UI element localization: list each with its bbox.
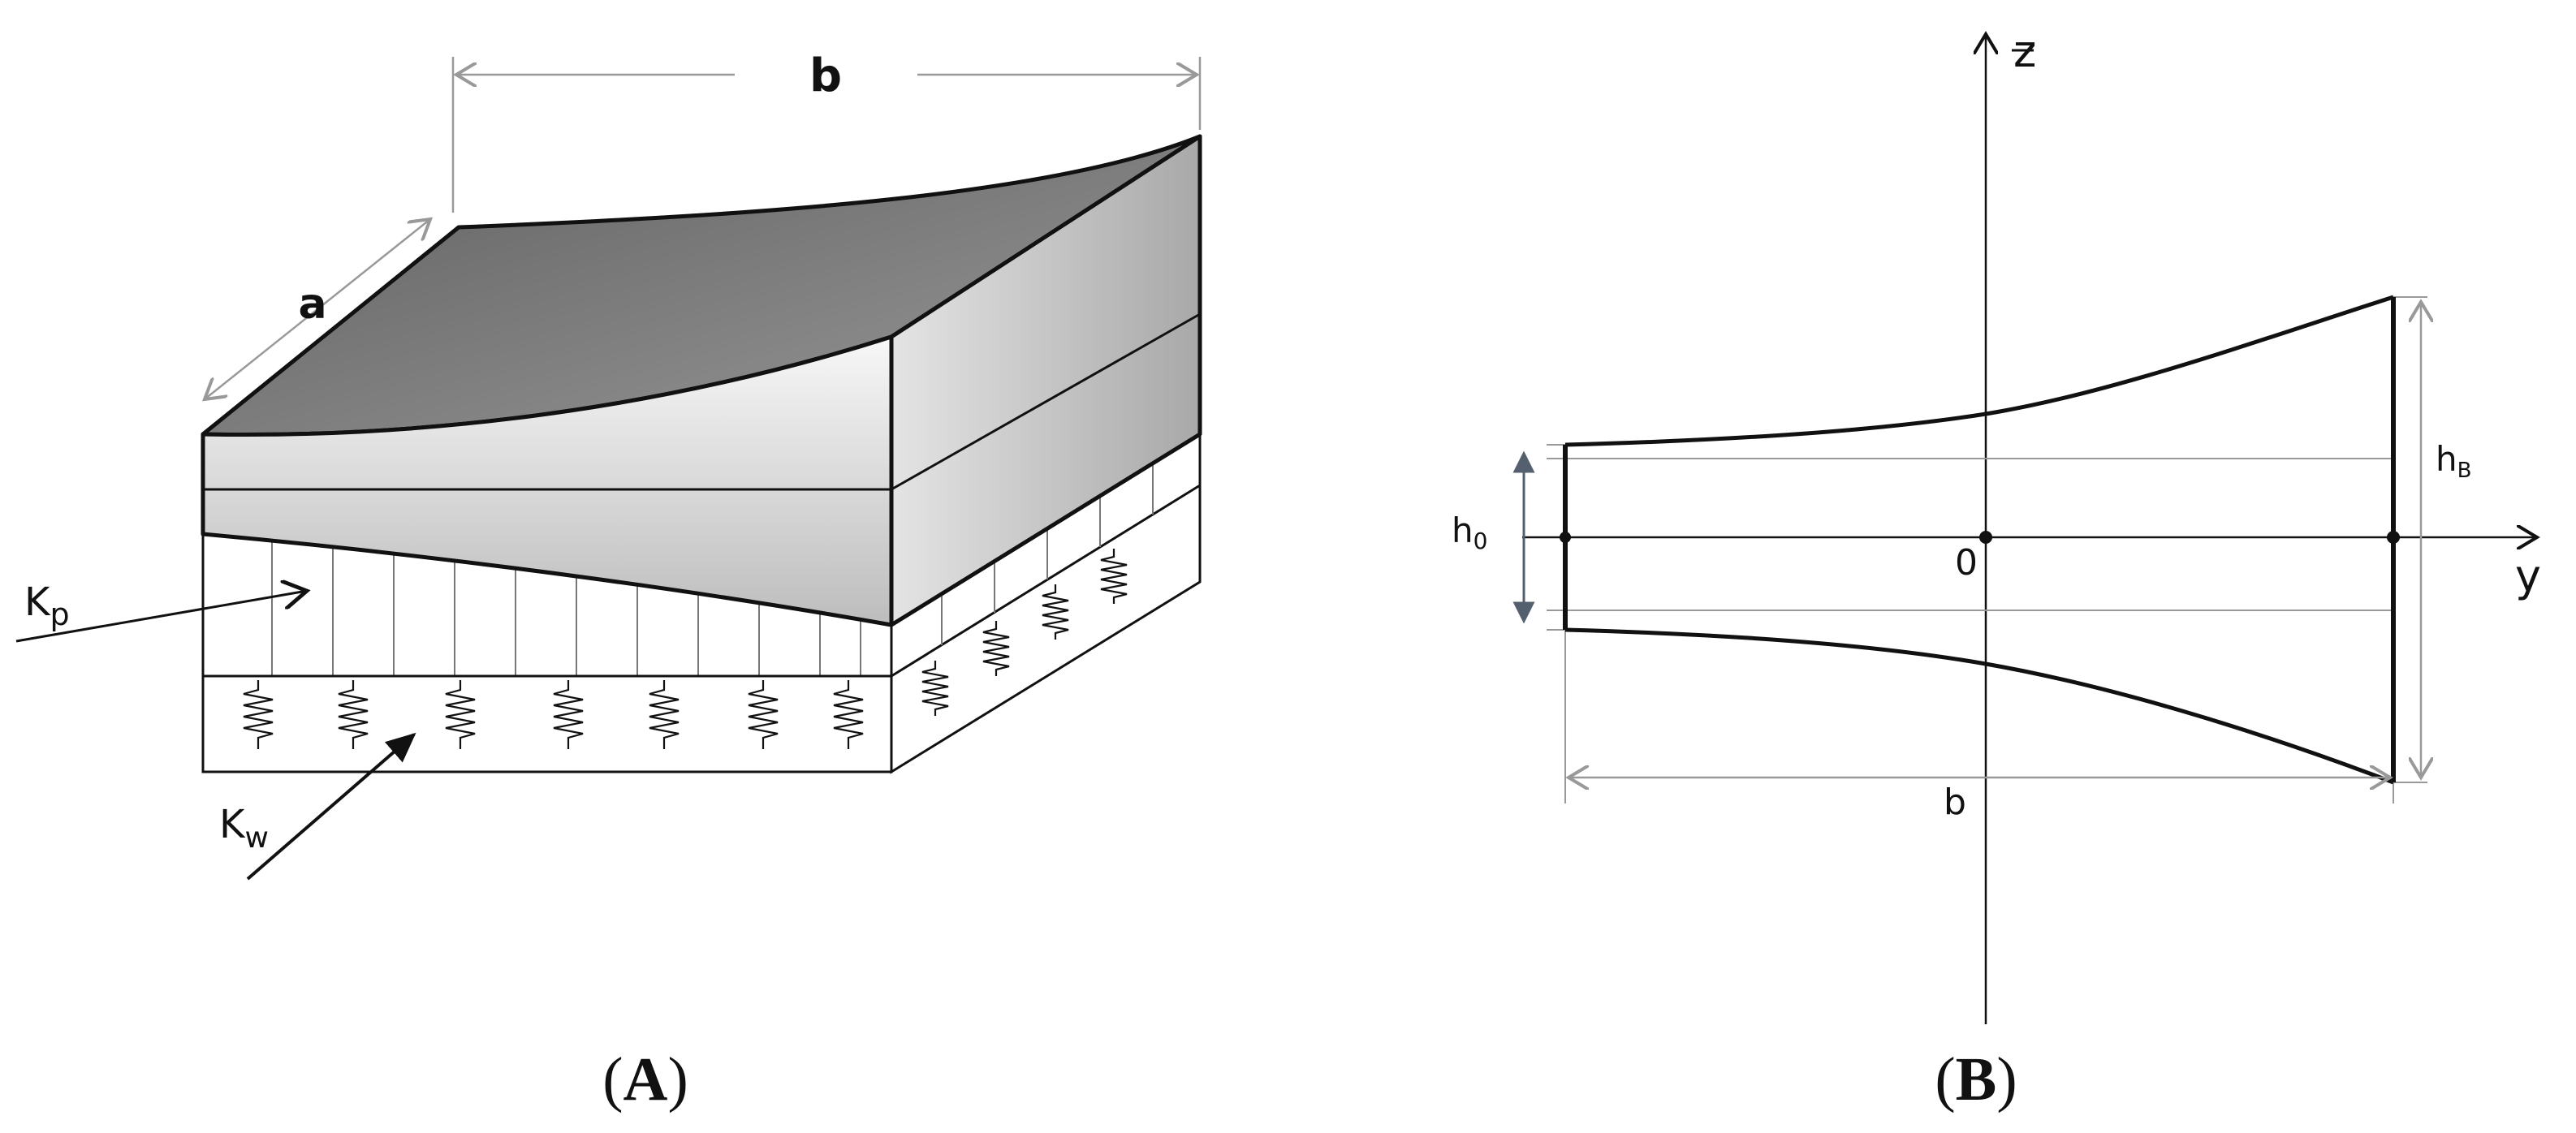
plate-mid-line-side (891, 312, 1201, 491)
label-a: a (298, 280, 326, 329)
label-kp: Kp (24, 579, 70, 632)
label-b-top: b (809, 50, 842, 102)
spring-layer-front (201, 674, 893, 773)
dimension-a-arrow (205, 219, 430, 399)
caption-b: (B) (1935, 1045, 2017, 1114)
label-hb: hB (2436, 439, 2471, 483)
springs-side (921, 549, 1128, 716)
section-top-profile (1564, 295, 2394, 447)
dimension-b-top (451, 57, 1202, 213)
side-shear-lines (941, 463, 1154, 645)
kp-arrow (15, 591, 307, 643)
caption-a: (A) (602, 1045, 688, 1114)
springs-front (243, 680, 864, 749)
point-right (2387, 531, 2400, 544)
kw-arrow (246, 732, 416, 881)
point-origin (1979, 531, 1992, 544)
point-left (1560, 532, 1571, 543)
panel-a-plate-on-foundation: b a Kp Kw (A) (15, 50, 1202, 1114)
foundation (201, 432, 1202, 774)
label-kw: Kw (219, 802, 269, 855)
axis-y-label: y (2515, 550, 2541, 601)
reference-lines (1547, 296, 2427, 803)
origin-label: 0 (1955, 542, 1978, 584)
shear-layer-lines (271, 540, 861, 676)
plate-side-face (889, 134, 1202, 627)
section-bottom-profile (1564, 627, 2394, 785)
panel-b-cross-section: z y 0 h0 hB (1452, 26, 2541, 1114)
label-h0: h0 (1452, 510, 1487, 554)
label-b-bottom: b (1944, 782, 1966, 823)
tapered-plate (201, 134, 1202, 627)
